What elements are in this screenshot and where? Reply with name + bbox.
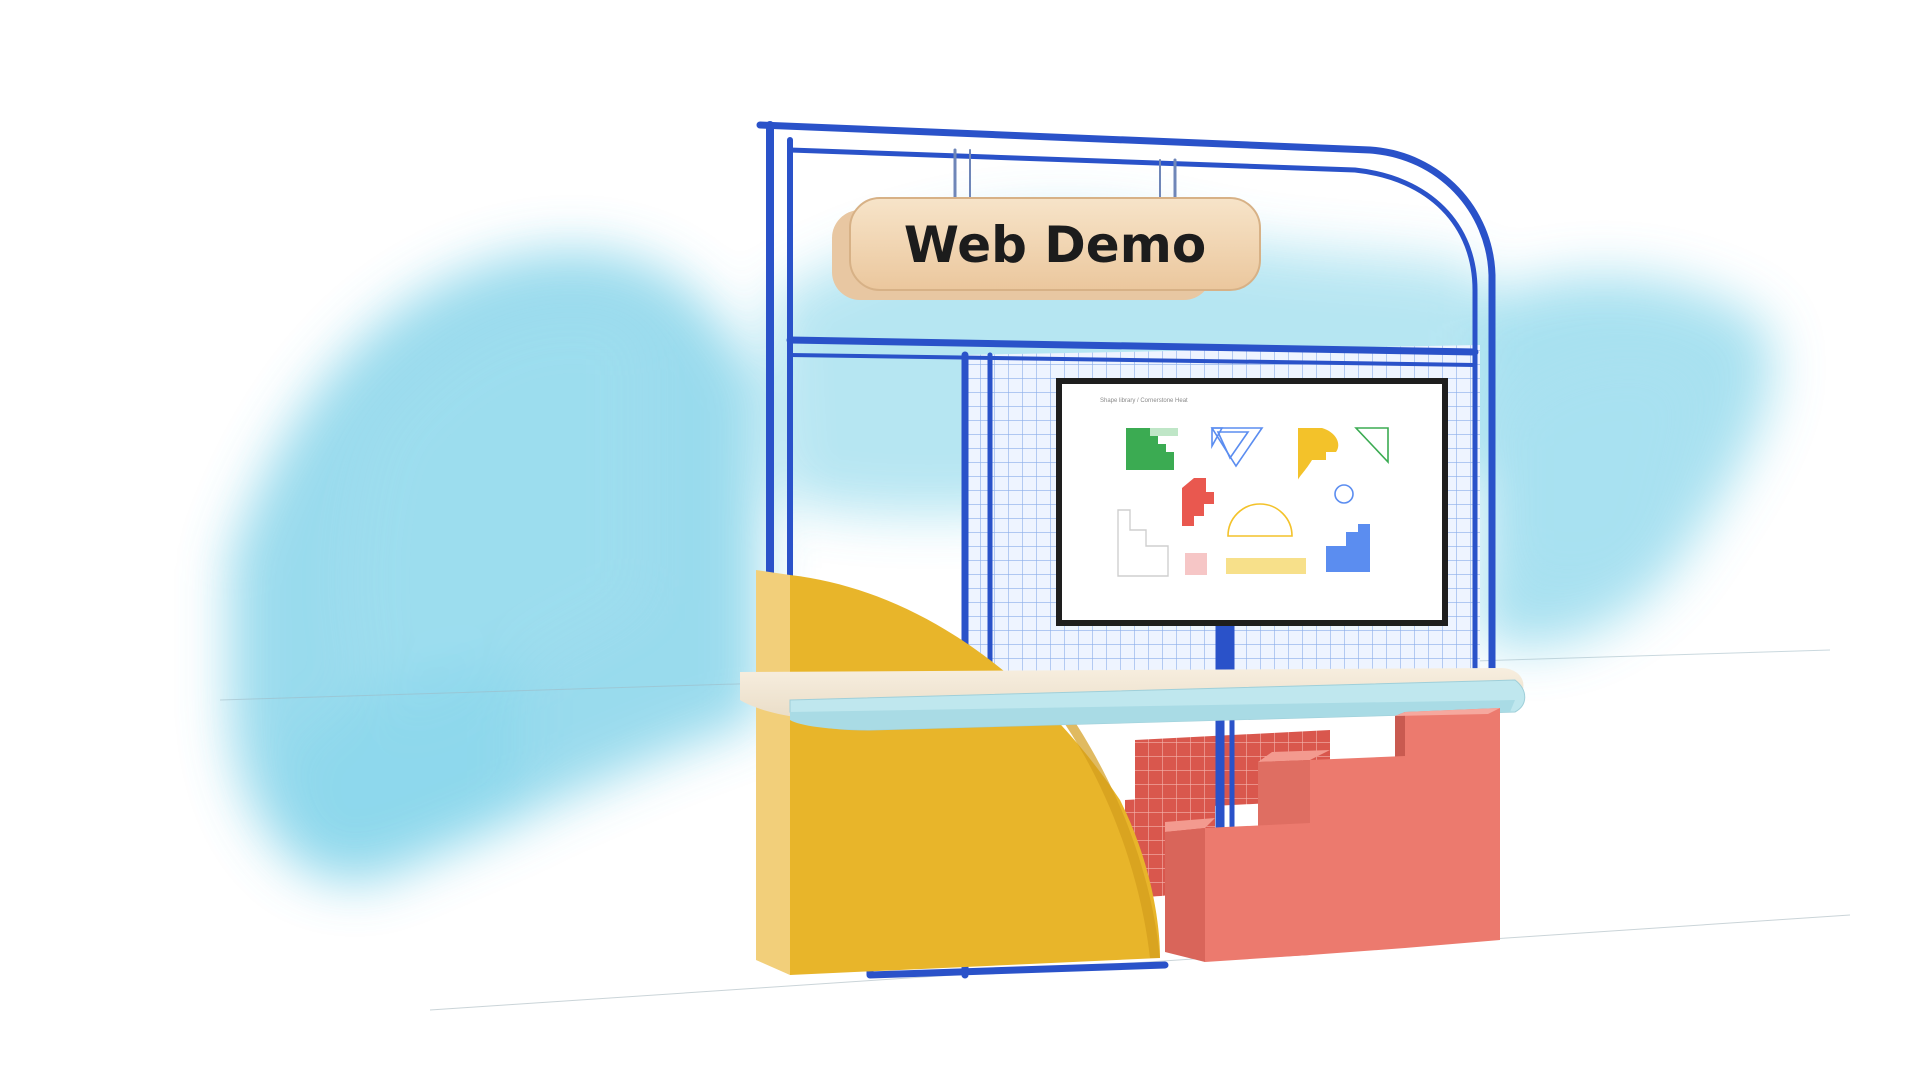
green-outline-triangle [1354, 427, 1389, 465]
yellow-semicircle-outline [1227, 503, 1293, 537]
coral-stair-blocks [1165, 708, 1500, 962]
red-stair-shape [1182, 478, 1214, 526]
sign-label: Web Demo [904, 216, 1206, 274]
counter-top [740, 668, 1526, 731]
screen-caption: Shape library / Cornerstone Heat [1100, 398, 1188, 404]
blue-stair-shape [1326, 524, 1370, 572]
pink-square [1185, 553, 1207, 575]
green-stair-shape [1126, 428, 1178, 470]
blue-outline-triangles [1210, 427, 1264, 468]
yellow-bar [1226, 558, 1306, 574]
blue-outline-circle [1334, 484, 1354, 504]
grey-stair-outline [1117, 509, 1169, 577]
web-demo-sign: Web Demo [832, 197, 1261, 300]
yellow-notch-shape [1298, 428, 1339, 480]
display-monitor: Shape library / Cornerstone Heat [1056, 378, 1448, 680]
